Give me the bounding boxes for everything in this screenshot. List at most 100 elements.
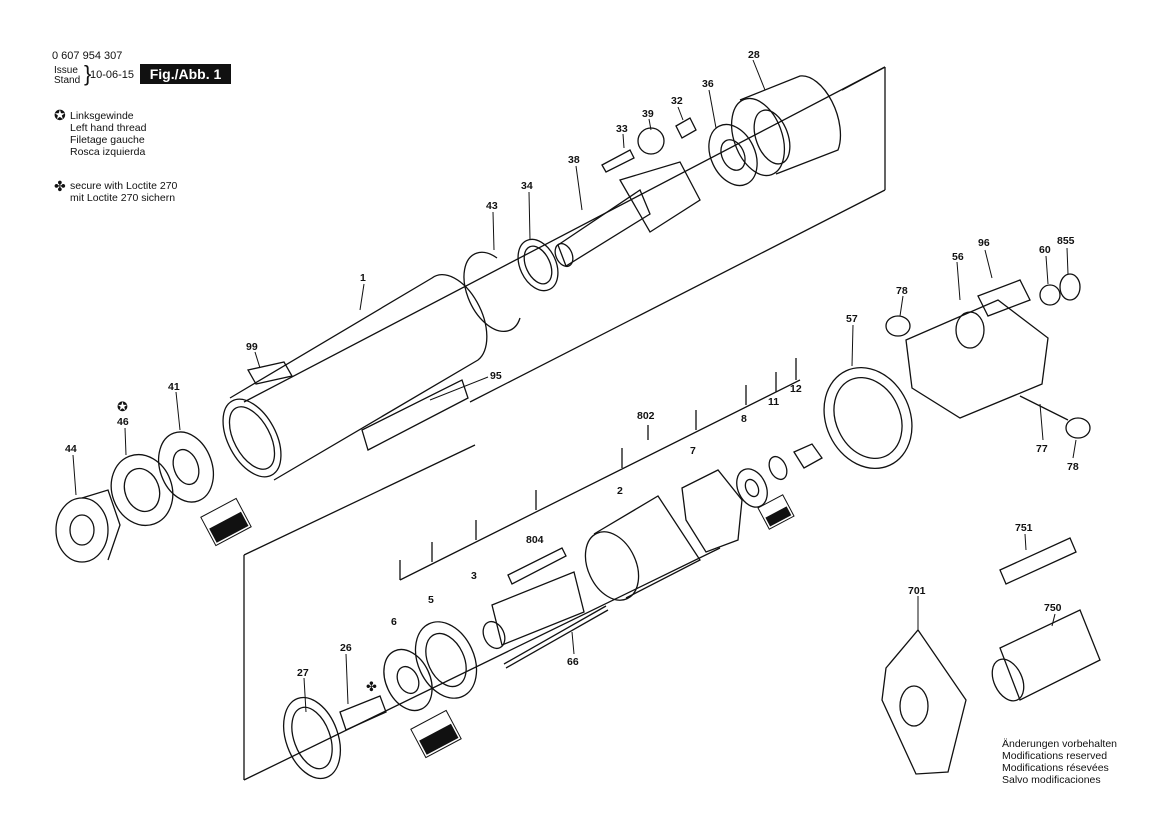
loctite-legend: secure with Loctite 270 mit Loctite 270 … (70, 180, 177, 204)
callout-1: 1 (360, 272, 366, 284)
needle-bearing (675, 117, 697, 139)
callout-802: 802 (637, 410, 655, 422)
legend-line: Filetage gauche (70, 134, 145, 146)
end-cap (885, 315, 911, 337)
end-plate (681, 469, 743, 553)
dowel-pin (505, 609, 609, 669)
frame-line (243, 66, 886, 403)
o-ring (1059, 273, 1081, 301)
label-tag-95 (361, 379, 469, 451)
star-in-circle-icon: ✪ (54, 107, 66, 123)
warning-sticker (200, 497, 252, 547)
front-bearing (157, 431, 215, 503)
callout-78: 78 (896, 285, 908, 297)
callout-11: 11 (768, 396, 779, 408)
gear (637, 127, 665, 155)
callout-38: 38 (568, 154, 580, 166)
callout-95: 95 (490, 370, 502, 382)
callout-8: 8 (741, 413, 747, 425)
figure-label: Fig./Abb. 1 (140, 64, 231, 84)
callout-44: 44 (65, 443, 77, 455)
callout-2: 2 (617, 485, 623, 497)
note-line: Änderungen vorbehalten (1002, 738, 1118, 750)
callout-5: 5 (428, 594, 434, 606)
screw (793, 443, 823, 469)
rear-ring (823, 366, 913, 470)
part-number: 0 607 954 307 (52, 50, 123, 62)
legend-line: secure with Loctite 270 (70, 180, 178, 192)
callout-39: 39 (642, 108, 654, 120)
frame-line (841, 66, 886, 91)
callout-12: 12 (790, 383, 802, 395)
callout-855: 855 (1057, 235, 1075, 247)
shim-ring (517, 238, 559, 292)
callout-32: 32 (671, 95, 683, 107)
pin (601, 149, 635, 173)
callout-28: 28 (748, 49, 760, 61)
callout-43: 43 (486, 200, 498, 212)
end-cap (1065, 417, 1091, 439)
collet-nut (55, 489, 121, 563)
threaded-nut (110, 453, 174, 527)
rotor (482, 571, 585, 650)
callout-56: 56 (952, 251, 964, 263)
legend-line: Rosca izquierda (70, 146, 146, 158)
issue-label-en: Issue (54, 65, 78, 76)
label-tag-99 (246, 361, 294, 385)
spindle (554, 161, 701, 268)
frame-line (243, 547, 721, 781)
callout-7: 7 (690, 445, 696, 457)
callout-3: 3 (471, 570, 477, 582)
callout-60: 60 (1039, 244, 1051, 256)
four-leaf-clover-icon: ✤ (54, 178, 66, 194)
warning-sticker (757, 494, 795, 530)
callout-804: 804 (526, 534, 544, 546)
ball-bearing (708, 123, 758, 187)
callout-46: 46 (117, 416, 129, 428)
spacer-disc (283, 696, 341, 780)
star-in-circle-icon: ✪ (117, 400, 128, 415)
callout-26: 26 (340, 642, 352, 654)
issue-date: 10-06-15 (90, 69, 135, 81)
callout-33: 33 (616, 123, 628, 135)
legend-line: Left hand thread (70, 122, 147, 134)
callout-57: 57 (846, 313, 858, 325)
callout-34: 34 (521, 180, 533, 192)
four-leaf-clover-icon: ✤ (366, 680, 377, 695)
housing-tube (222, 273, 488, 481)
brace-glyph: } (84, 61, 92, 86)
callout-41: 41 (168, 381, 180, 393)
callout-36: 36 (702, 78, 714, 90)
frame-line (469, 189, 886, 403)
legend-line: mit Loctite 270 sichern (70, 192, 176, 204)
bearing-cap (414, 621, 478, 699)
callout-99: 99 (246, 341, 258, 353)
callout-77: 77 (1036, 443, 1048, 455)
rod (1019, 395, 1069, 421)
filter-screen (1039, 284, 1061, 306)
note-line: Modifications reserved (1002, 750, 1108, 762)
callout-66: 66 (567, 656, 579, 668)
rotor-blade (507, 547, 567, 585)
mounting-flange (881, 628, 967, 775)
callout-751: 751 (1015, 522, 1033, 534)
left-hand-thread-legend: Linksgewinde Left hand thread Filetage g… (70, 110, 146, 158)
pinion (339, 695, 387, 731)
note-line: Modifications résevées (1002, 762, 1109, 774)
rear-housing (905, 299, 1049, 419)
washer (768, 455, 788, 481)
label-tag-96 (977, 279, 1031, 317)
ring-gear (730, 75, 842, 177)
hose-nipple (999, 537, 1077, 585)
callout-78: 78 (1067, 461, 1079, 473)
frame-line (243, 444, 476, 556)
callout-96: 96 (978, 237, 990, 249)
warning-sticker (410, 709, 462, 759)
callout-750: 750 (1044, 602, 1062, 614)
callout-701: 701 (908, 585, 926, 597)
circlip (463, 251, 521, 332)
issue-label-de: Stand (54, 75, 81, 86)
front-motor-bearing (383, 648, 433, 712)
motor-cylinder (584, 495, 701, 601)
